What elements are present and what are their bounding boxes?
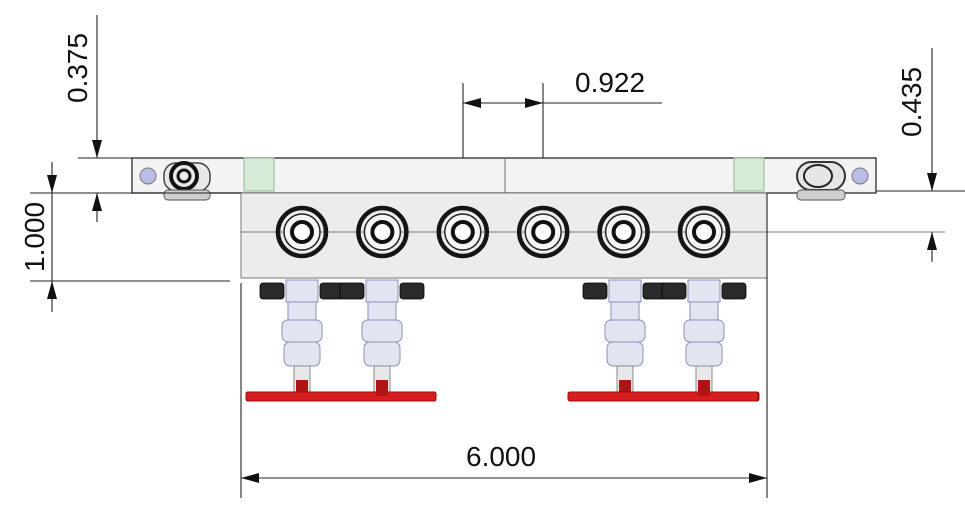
dim-label-0-922: 0.922: [575, 67, 645, 98]
dim-label-0-375: 0.375: [62, 33, 93, 103]
right-mount-knob-icon: [796, 161, 846, 201]
valve-icon: [245, 279, 437, 402]
valve-icon: [567, 279, 759, 402]
dimension-0-435: 0.435: [876, 48, 965, 262]
port-row: [275, 205, 731, 259]
bolt-icon-left: [139, 167, 157, 185]
dimension-6-000: 6.000: [240, 193, 768, 498]
mounting-plate: [131, 157, 877, 278]
dim-label-1-000: 1.000: [19, 202, 50, 272]
port-icon: [436, 205, 490, 259]
port-icon: [356, 205, 409, 259]
port-icon: [677, 205, 731, 259]
left-mount-knob-icon: [163, 161, 211, 201]
dimension-0-922: 0.922: [462, 67, 662, 158]
port-icon: [516, 205, 570, 259]
dimension-0-375: 0.375: [62, 15, 132, 222]
manifold-block: [240, 192, 945, 279]
bolt-icon-right: [851, 167, 869, 185]
dim-label-0-435: 0.435: [896, 67, 927, 137]
port-icon: [275, 205, 329, 259]
port-icon: [597, 205, 650, 259]
dimension-1-000: 1.000: [19, 162, 241, 312]
dim-label-6-000: 6.000: [466, 441, 536, 472]
valve-row: [245, 279, 760, 402]
